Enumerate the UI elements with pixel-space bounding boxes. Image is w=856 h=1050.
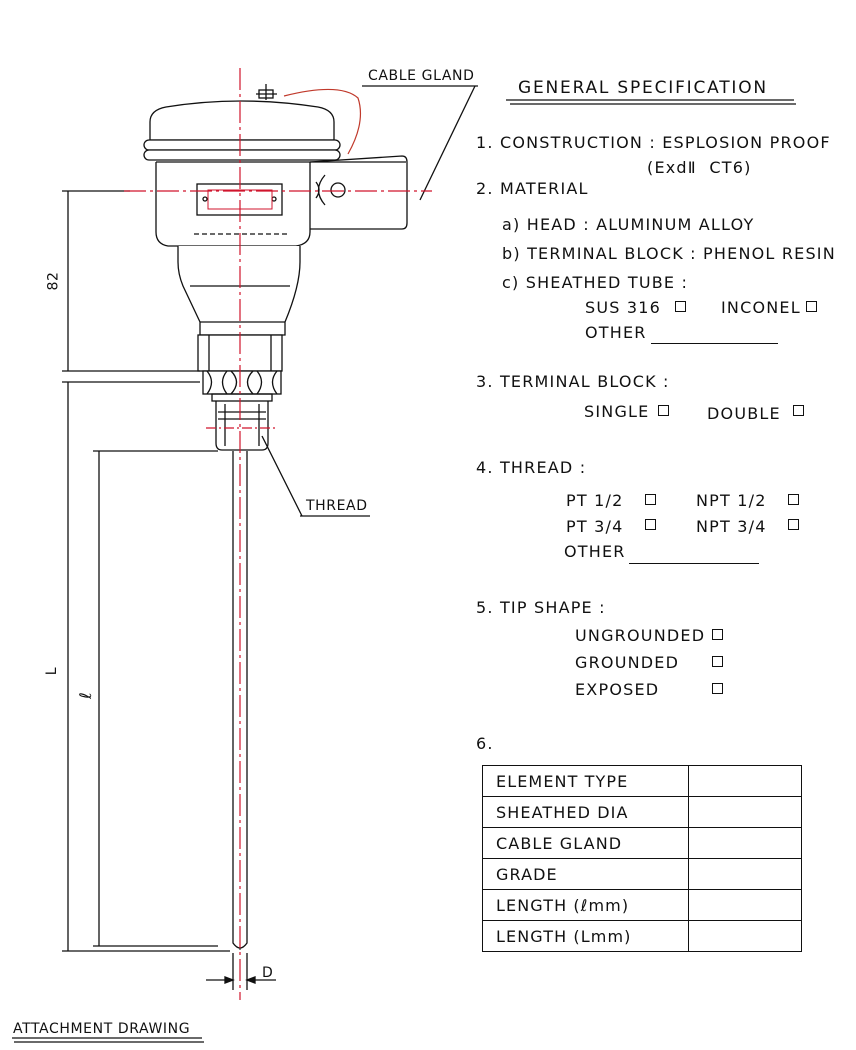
option-pt12-label: PT 1/2 — [566, 491, 624, 510]
top-screw-icon — [256, 84, 277, 100]
option-inconel-checkbox[interactable] — [806, 301, 817, 312]
option-ungrounded-label: UNGROUNDED — [575, 626, 706, 645]
option-npt12-checkbox[interactable] — [788, 494, 799, 505]
dim-L-label: L — [44, 666, 61, 676]
spec-table: ELEMENT TYPE SHEATHED DIA CABLE GLAND GR… — [482, 765, 802, 952]
spec-construction-sub: (ExdⅡ CT6) — [647, 158, 752, 177]
table-value-cell[interactable] — [688, 858, 802, 890]
gland-boss — [309, 155, 408, 230]
head-cap — [149, 100, 335, 141]
option-single-label: SINGLE — [584, 402, 650, 421]
table-value-cell[interactable] — [688, 889, 802, 921]
table-row: LENGTH (ℓmm) — [482, 889, 802, 921]
table-value-cell[interactable] — [688, 796, 802, 828]
option-double-label: DOUBLE — [707, 404, 781, 423]
option-npt34-checkbox[interactable] — [788, 519, 799, 530]
spec-sheathed-tube: c) SHEATHED TUBE : — [502, 273, 689, 292]
option-grounded-checkbox[interactable] — [712, 656, 723, 667]
option-sus316-checkbox[interactable] — [675, 301, 686, 312]
gland-wire — [283, 88, 361, 155]
option-single-checkbox[interactable] — [658, 405, 669, 416]
dim-l — [93, 450, 218, 947]
option-thread-other-label: OTHER — [564, 542, 626, 561]
table-value-cell[interactable] — [688, 920, 802, 952]
table-label-cell: LENGTH (ℓmm) — [482, 889, 689, 921]
table-value-cell[interactable] — [688, 765, 802, 797]
table-row: ELEMENT TYPE — [482, 765, 802, 797]
table-row: GRADE — [482, 858, 802, 890]
hex-nut — [202, 370, 282, 395]
dim-l-label: ℓ — [75, 691, 95, 699]
option-pt12-checkbox[interactable] — [645, 494, 656, 505]
spec-material: 2. MATERIAL — [476, 179, 589, 198]
option-inconel-label: INCONEL — [721, 298, 801, 317]
dim-82-label: 82 — [45, 271, 62, 291]
dim-D — [206, 953, 276, 990]
tube-other-field[interactable] — [651, 343, 778, 344]
spec-item-6: 6. — [476, 734, 494, 753]
option-exposed-label: EXPOSED — [575, 680, 660, 699]
table-label-cell: GRADE — [482, 858, 689, 890]
option-tube-other-label: OTHER — [585, 323, 647, 342]
option-npt12-label: NPT 1/2 — [696, 491, 767, 510]
thread-other-field[interactable] — [629, 563, 759, 564]
page-title: GENERAL SPECIFICATION — [518, 78, 768, 98]
option-pt34-label: PT 3/4 — [566, 517, 624, 536]
thread-label: THREAD — [306, 498, 368, 514]
table-label-cell: ELEMENT TYPE — [482, 765, 689, 797]
spec-terminal-block-material: b) TERMINAL BLOCK : PHENOL RESIN — [502, 244, 836, 263]
option-grounded-label: GROUNDED — [575, 653, 680, 672]
cable-gland-label: CABLE GLAND — [368, 68, 475, 84]
thread-fitting — [211, 393, 273, 451]
table-row: LENGTH (Lmm) — [482, 920, 802, 952]
head-band-1 — [143, 139, 341, 151]
option-pt34-checkbox[interactable] — [645, 519, 656, 530]
spec-construction: 1. CONSTRUCTION : ESPLOSION PROOF — [476, 133, 831, 152]
table-label-cell: CABLE GLAND — [482, 827, 689, 859]
option-sus316-label: SUS 316 — [585, 298, 662, 317]
dim-D-label: D — [262, 965, 274, 981]
dim-82 — [62, 190, 200, 372]
option-npt34-label: NPT 3/4 — [696, 517, 767, 536]
table-label-cell: SHEATHED DIA — [482, 796, 689, 828]
attachment-drawing-caption: ATTACHMENT DRAWING — [13, 1021, 191, 1037]
table-row: SHEATHED DIA — [482, 796, 802, 828]
spec-tip-shape: 5. TIP SHAPE : — [476, 598, 606, 617]
spec-thread: 4. THREAD : — [476, 458, 587, 477]
option-double-checkbox[interactable] — [793, 405, 804, 416]
option-exposed-checkbox[interactable] — [712, 683, 723, 694]
spec-head: a) HEAD : ALUMINUM ALLOY — [502, 215, 755, 234]
table-row: CABLE GLAND — [482, 827, 802, 859]
dim-L — [62, 381, 230, 952]
spec-terminal-block: 3. TERMINAL BLOCK : — [476, 372, 670, 391]
option-ungrounded-checkbox[interactable] — [712, 629, 723, 640]
head-band-2 — [143, 149, 341, 161]
table-label-cell: LENGTH (Lmm) — [482, 920, 689, 952]
table-value-cell[interactable] — [688, 827, 802, 859]
